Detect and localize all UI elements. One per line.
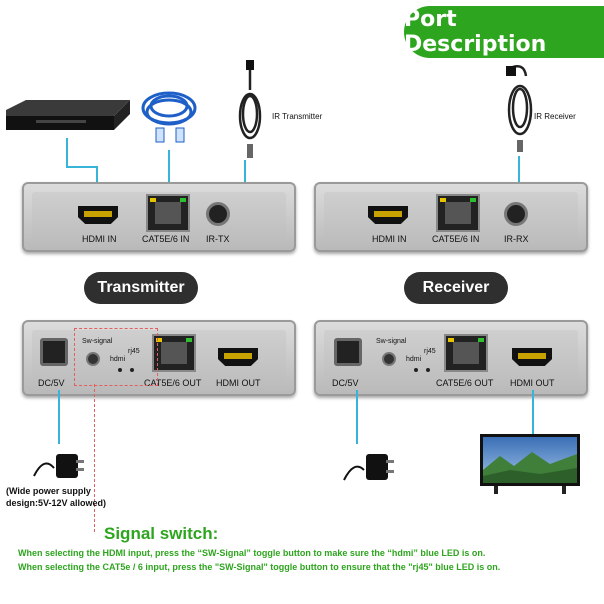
- hdmi-in-label: HDMI IN: [82, 234, 117, 244]
- tv-display-icon: [480, 434, 580, 496]
- power-connector-line: [58, 390, 60, 444]
- dvd-player-icon: [6, 100, 130, 134]
- cat-in-label: CAT5E/6 IN: [142, 234, 190, 244]
- power-note-line1: (Wide power supply: [6, 486, 91, 496]
- page-title: Port Description: [404, 6, 604, 58]
- sw-signal-button[interactable]: [86, 352, 100, 366]
- ir-connector-line: [518, 156, 520, 194]
- transmitter-title: Transmitter: [84, 272, 198, 304]
- hdmi-out-port: [218, 348, 258, 366]
- transmitter-front-panel: HDMI IN CAT5E/6 IN IR-TX: [22, 182, 296, 252]
- hdmi-connector-line: [66, 138, 68, 166]
- rj45-led: [130, 368, 134, 372]
- hdmi-led: [118, 368, 122, 372]
- ir-transmitter-cable-icon: [232, 60, 268, 160]
- power-adapter-icon: [30, 446, 86, 482]
- hdmi-out-label: HDMI OUT: [510, 378, 555, 388]
- power-note-line2: design:5V-12V allowed): [6, 498, 107, 508]
- hdmi-out-connector-line: [532, 390, 534, 434]
- power-connector-line: [356, 390, 358, 444]
- signal-switch-heading: Signal switch:: [104, 524, 219, 543]
- network-connector-line: [168, 150, 170, 194]
- cat-out-port: [444, 334, 488, 372]
- signal-switch-line1: When selecting the HDMI input, press the…: [18, 548, 486, 558]
- dc-label: DC/5V: [332, 378, 359, 388]
- cat-out-label: CAT5E/6 OUT: [144, 378, 202, 388]
- receiver-title: Receiver: [404, 272, 508, 304]
- dc-power-port: [40, 338, 68, 366]
- network-cable-icon: [138, 88, 200, 148]
- ir-receiver-label: IR Receiver: [534, 112, 576, 121]
- dc-label: DC/5V: [38, 378, 65, 388]
- dc-power-port: [334, 338, 362, 366]
- ir-tx-port: [206, 202, 230, 226]
- hdmi-out-label: HDMI OUT: [216, 378, 261, 388]
- ir-connector-line: [244, 160, 246, 196]
- receiver-front-panel: HDMI IN CAT5E/6 IN IR-RX: [314, 182, 588, 252]
- ir-transmitter-label: IR Transmitter: [272, 112, 323, 121]
- sw-signal-label: Sw-signal: [376, 338, 407, 345]
- ir-receiver-cable-icon: [500, 62, 540, 154]
- hdmi-out-port: [512, 348, 552, 366]
- ir-rx-label: IR-RX: [504, 234, 529, 244]
- switch-highlight: [74, 328, 158, 386]
- switch-pointer-line: [94, 384, 95, 532]
- power-adapter-icon: [340, 446, 396, 486]
- hdmi-led: [414, 368, 418, 372]
- sw-signal-button[interactable]: [382, 352, 396, 366]
- sw-signal-label: Sw-signal: [82, 338, 113, 345]
- rj45-led-label: rj45: [424, 348, 436, 355]
- rj45-led-label: rj45: [128, 348, 140, 355]
- cat-in-port: [436, 194, 480, 232]
- hdmi-in-port: [78, 206, 118, 224]
- hdmi-connector-line: [66, 166, 96, 168]
- cat-in-port: [146, 194, 190, 232]
- hdmi-in-label: HDMI IN: [372, 234, 407, 244]
- hdmi-led-label: hdmi: [110, 356, 126, 363]
- ir-tx-label: IR-TX: [206, 234, 230, 244]
- receiver-back-panel: Sw-signal hdmi rj45 DC/5V CAT5E/6 OUT HD…: [314, 320, 588, 396]
- cat-in-label: CAT5E/6 IN: [432, 234, 480, 244]
- cat-out-label: CAT5E/6 OUT: [436, 378, 494, 388]
- hdmi-led-label: hdmi: [406, 356, 422, 363]
- signal-switch-line2: When selecting the CAT5e / 6 input, pres…: [18, 562, 501, 572]
- transmitter-back-panel: Sw-signal hdmi rj45 DC/5V CAT5E/6 OUT HD…: [22, 320, 296, 396]
- rj45-led: [426, 368, 430, 372]
- cat-out-port: [152, 334, 196, 372]
- hdmi-in-port: [368, 206, 408, 224]
- ir-rx-port: [504, 202, 528, 226]
